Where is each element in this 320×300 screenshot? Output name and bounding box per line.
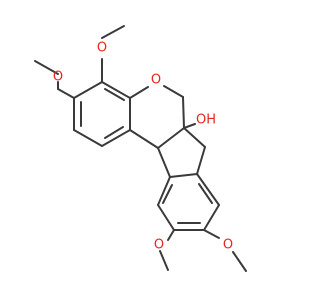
bond bbox=[183, 123, 196, 129]
bond bbox=[196, 173, 220, 206]
bond bbox=[129, 129, 159, 149]
molecule-structure-diagram: O O O OH O O bbox=[34, 25, 247, 272]
bond bbox=[182, 96, 185, 129]
oxygen-atom-label: O bbox=[97, 41, 107, 56]
bond bbox=[157, 204, 175, 231]
bond bbox=[203, 229, 220, 239]
bond bbox=[196, 146, 206, 175]
oxygen-atom-label: O bbox=[223, 238, 233, 253]
bond bbox=[183, 127, 206, 148]
bond bbox=[104, 126, 124, 139]
oxygen-atom-label: O bbox=[53, 70, 63, 85]
hydroxyl-label: OH bbox=[196, 113, 216, 128]
bond bbox=[232, 251, 247, 272]
bond bbox=[129, 86, 149, 99]
bond bbox=[101, 129, 131, 147]
atom-labels: O O O OH O O bbox=[53, 41, 233, 253]
bond bbox=[34, 60, 59, 75]
oxygen-atom-label: O bbox=[154, 238, 164, 253]
bond bbox=[73, 129, 103, 147]
bond bbox=[73, 81, 103, 99]
bond bbox=[101, 25, 125, 39]
bond bbox=[101, 81, 131, 99]
bond bbox=[162, 184, 173, 204]
bond bbox=[157, 147, 171, 178]
oxygen-atom-label: O bbox=[151, 73, 161, 88]
bond bbox=[159, 250, 169, 271]
bond bbox=[163, 85, 184, 98]
bond bbox=[167, 229, 175, 241]
bond bbox=[203, 204, 220, 231]
bond bbox=[104, 88, 125, 101]
bond-lines bbox=[34, 25, 247, 272]
bond bbox=[157, 127, 185, 149]
bond bbox=[157, 176, 171, 206]
bond bbox=[169, 173, 198, 178]
bond bbox=[57, 88, 75, 99]
bond bbox=[198, 183, 213, 204]
